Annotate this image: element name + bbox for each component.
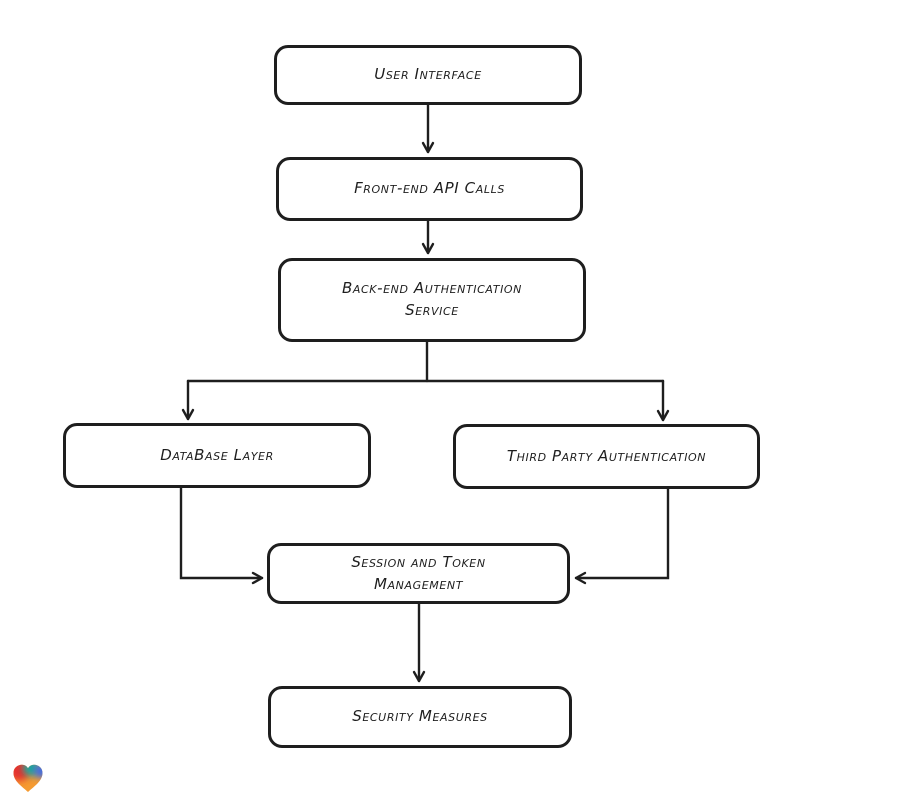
node-back-end-authentication-service[interactable]: Back-end Authentication Service — [278, 258, 586, 342]
node-front-end-api-calls[interactable]: Front-end API Calls — [276, 157, 583, 221]
node-database-layer[interactable]: DataBase Layer — [63, 423, 371, 488]
node-label: Security Measures — [352, 707, 488, 726]
node-label: DataBase Layer — [160, 445, 274, 464]
node-session-and-token-management[interactable]: Session and Token Management — [267, 543, 570, 604]
node-third-party-authentication[interactable]: Third Party Authentication — [453, 424, 760, 489]
node-user-interface[interactable]: User Interface — [274, 45, 582, 105]
node-label: Back-end Authentication Service — [341, 279, 523, 319]
edge-database-to-session — [179, 486, 264, 585]
node-label: Third Party Authentication — [506, 446, 707, 465]
node-label: Session and Token Management — [351, 552, 486, 593]
node-security-measures[interactable]: Security Measures — [268, 686, 572, 748]
heart-logo-icon[interactable] — [11, 762, 45, 795]
edge-thirdparty-to-session — [574, 487, 670, 585]
node-label: User Interface — [374, 65, 482, 84]
node-label: Front-end API Calls — [354, 179, 505, 198]
